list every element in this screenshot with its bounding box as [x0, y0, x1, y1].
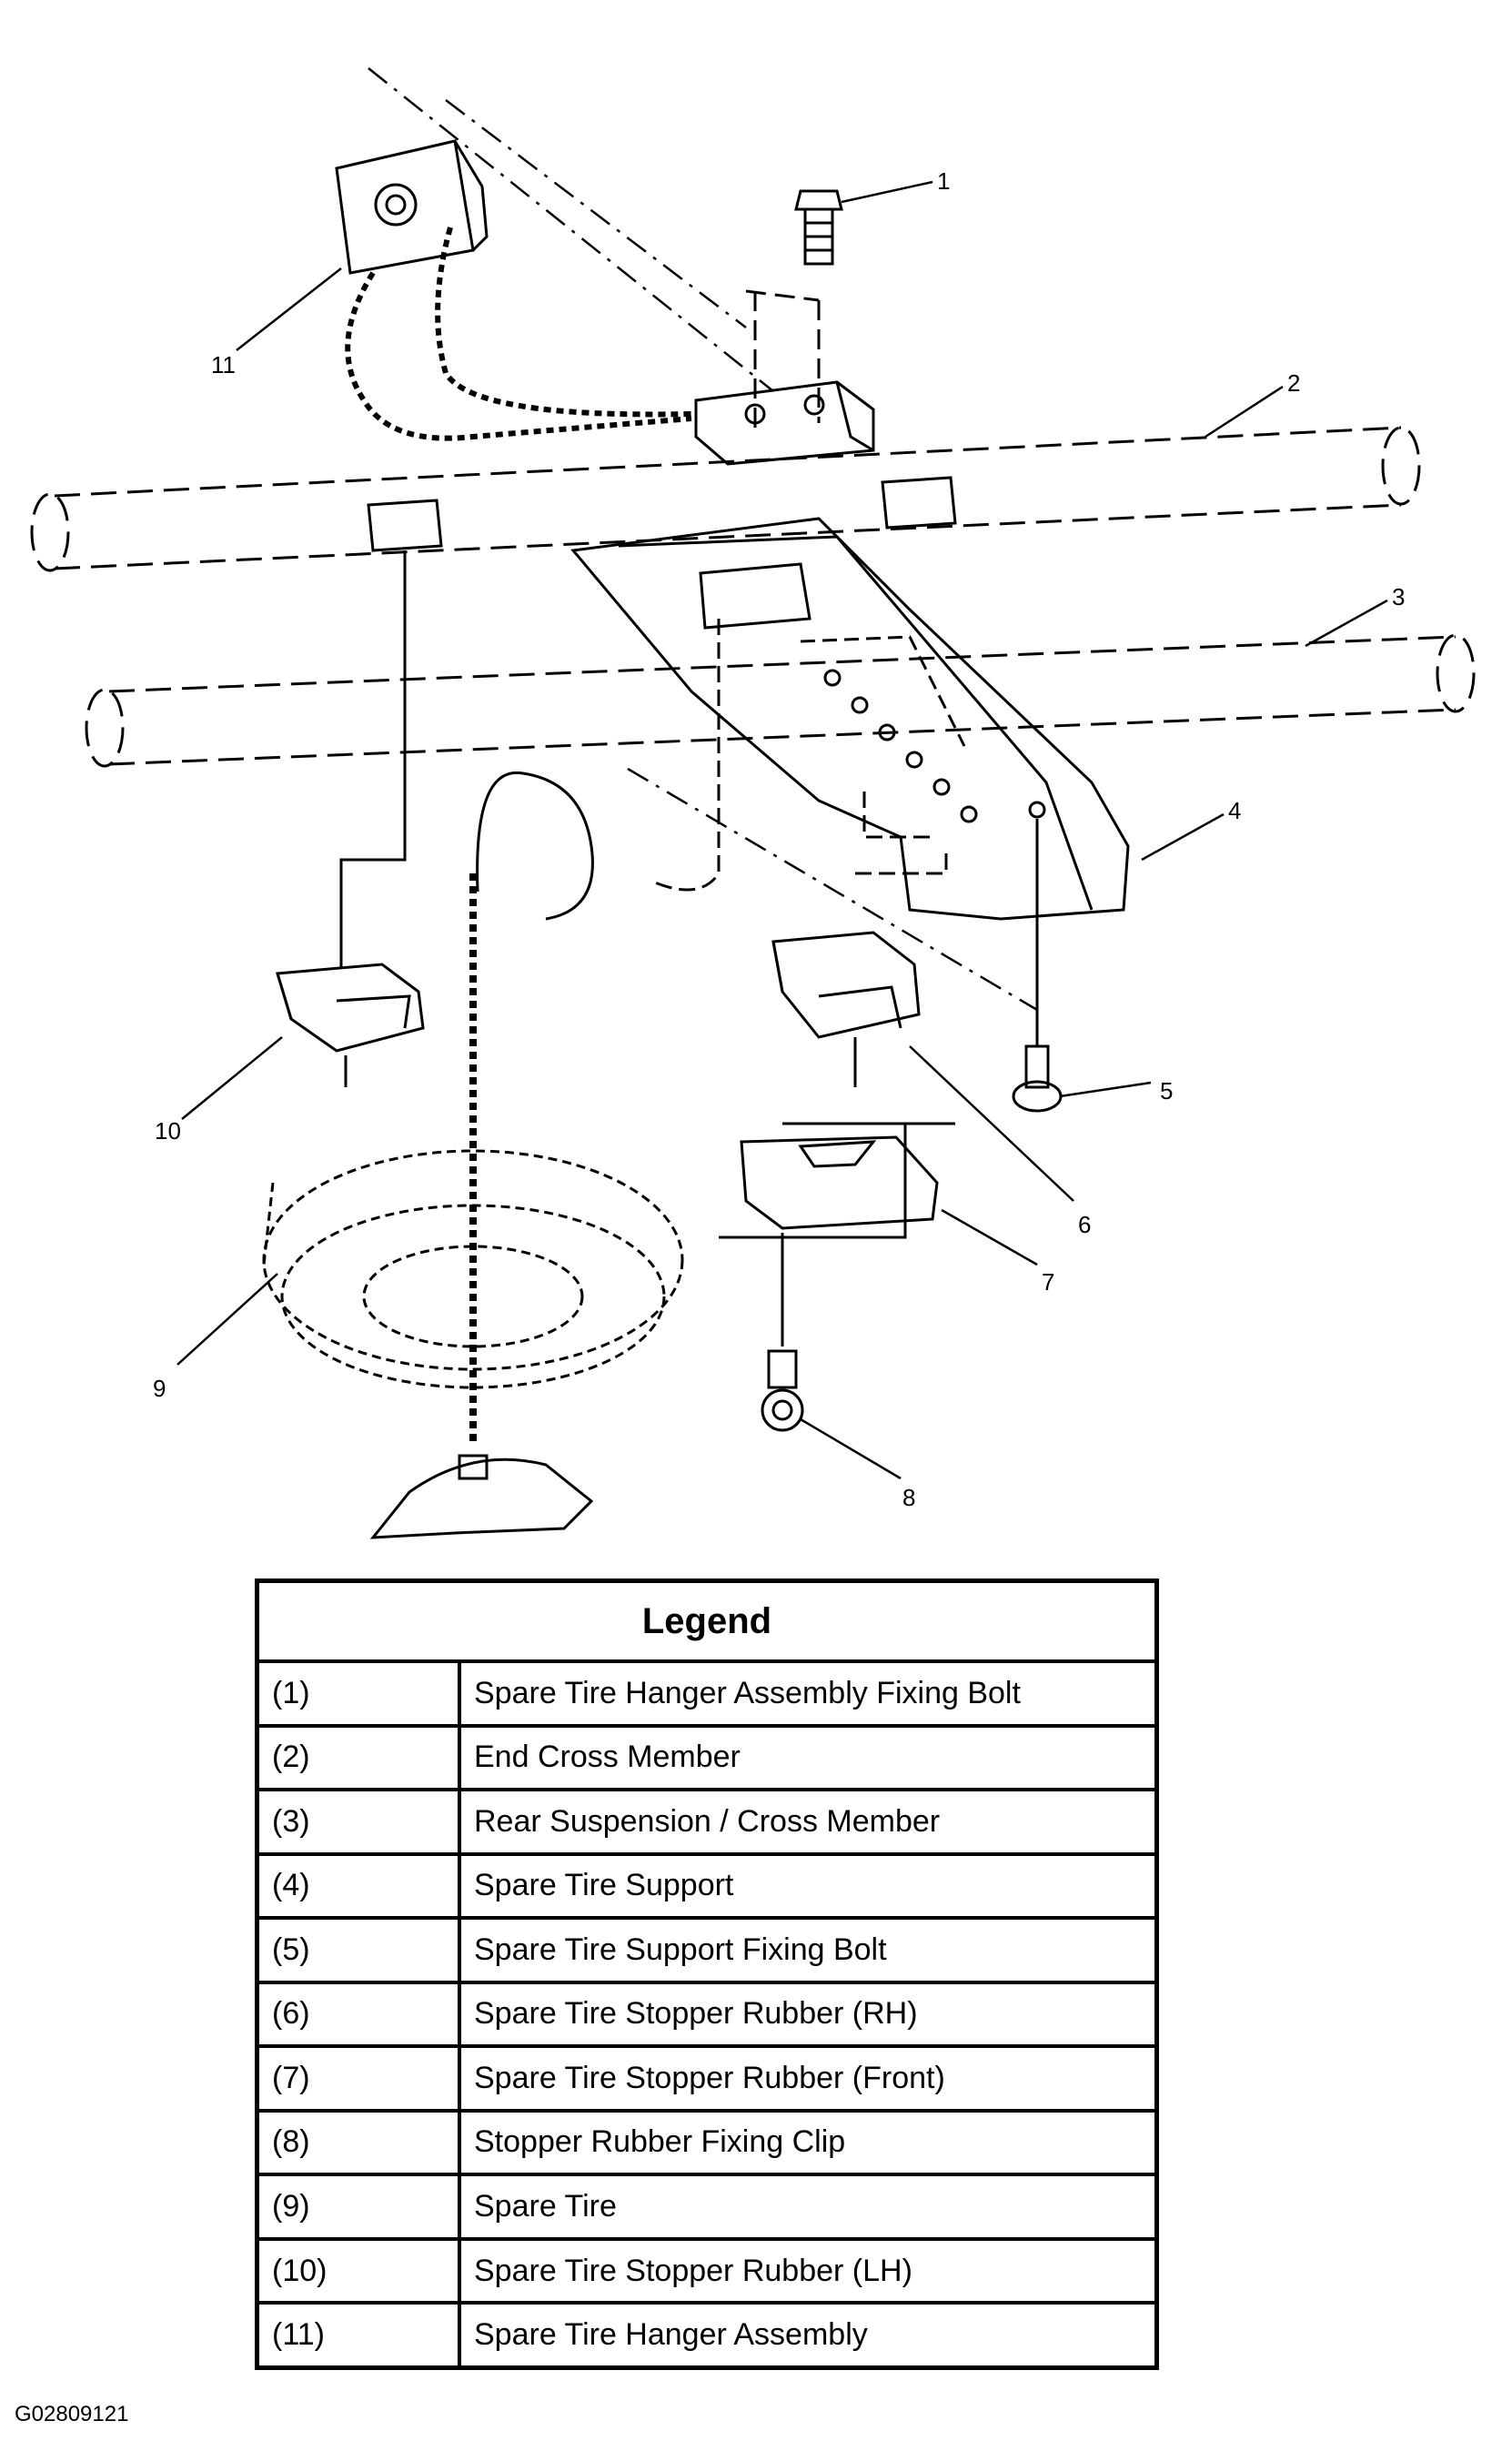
- table-row: (8)Stopper Rubber Fixing Clip: [255, 2108, 1159, 2177]
- rear-suspension-cross-member: [85, 633, 1476, 768]
- legend-num: (7): [255, 2044, 461, 2113]
- stopper-fixing-clip: [761, 1233, 804, 1432]
- table-row: (10)Spare Tire Stopper Rubber (LH): [255, 2236, 1159, 2305]
- callout-6: 6: [1078, 1211, 1091, 1238]
- exploded-parts-diagram: 1 2 3 4 5 6 7 8 9 10 11: [30, 67, 1476, 1539]
- support-fixing-bolt: [1012, 819, 1063, 1113]
- legend-desc: Spare Tire Support: [458, 1851, 1159, 1921]
- legend-title: Legend: [255, 1579, 1159, 1663]
- spare-tire-support: [570, 517, 1130, 921]
- callout-8: 8: [902, 1484, 915, 1511]
- legend-num: (2): [255, 1723, 461, 1792]
- legend-num: (5): [255, 1916, 461, 1984]
- figure-code: G02809121: [15, 2402, 129, 2426]
- support-holes: [823, 669, 1046, 823]
- callout-4: 4: [1228, 797, 1241, 824]
- legend-desc: Spare Tire Stopper Rubber (LH): [458, 2236, 1159, 2305]
- legend-num: (8): [255, 2108, 461, 2177]
- spare-tire-hanger-assembly: [335, 139, 692, 441]
- legend-num: (3): [255, 1788, 461, 1856]
- table-row: (2)End Cross Member: [255, 1723, 1159, 1792]
- cross-member-brackets: [339, 476, 957, 969]
- leader-lines: [176, 180, 1388, 1480]
- callout-2: 2: [1287, 369, 1300, 397]
- legend-desc: Spare Tire Hanger Assembly: [458, 2301, 1159, 2370]
- legend-desc: Rear Suspension / Cross Member: [458, 1788, 1159, 1856]
- table-row: (7)Spare Tire Stopper Rubber (Front): [255, 2044, 1159, 2113]
- table-row: (4)Spare Tire Support: [255, 1851, 1159, 1921]
- legend-table: Legend (1)Spare Tire Hanger Assembly Fix…: [255, 1579, 1159, 2370]
- callout-11: 11: [211, 351, 236, 378]
- hanger-bracket: [694, 289, 875, 466]
- legend-num: (11): [255, 2301, 461, 2370]
- callout-5: 5: [1160, 1077, 1173, 1104]
- legend-desc: Spare Tire Stopper Rubber (Front): [458, 2044, 1159, 2113]
- table-row: (6)Spare Tire Stopper Rubber (RH): [255, 1980, 1159, 2049]
- legend-desc: End Cross Member: [458, 1723, 1159, 1792]
- table-row: (9)Spare Tire: [255, 2173, 1159, 2241]
- table-row: (1)Spare Tire Hanger Assembly Fixing Bol…: [255, 1659, 1159, 1728]
- legend-num: (6): [255, 1980, 461, 2049]
- legend-desc: Spare Tire Stopper Rubber (RH): [458, 1980, 1159, 2049]
- callout-3: 3: [1392, 583, 1405, 610]
- callout-1: 1: [937, 167, 950, 195]
- legend-desc: Spare Tire: [458, 2173, 1159, 2241]
- callout-10: 10: [155, 1117, 181, 1145]
- legend-desc: Spare Tire Support Fixing Bolt: [458, 1916, 1159, 1984]
- stopper-rubber-lh: [276, 963, 425, 1087]
- table-row: (11)Spare Tire Hanger Assembly: [255, 2301, 1159, 2370]
- callout-7: 7: [1042, 1268, 1054, 1296]
- legend-num: (10): [255, 2236, 461, 2305]
- table-row: (5)Spare Tire Support Fixing Bolt: [255, 1916, 1159, 1984]
- guide-lines: [368, 67, 1038, 1012]
- hanger-fixing-bolt: [794, 189, 843, 266]
- legend-desc: Stopper Rubber Fixing Clip: [458, 2108, 1159, 2177]
- callout-labels: 1 2 3 4 5 6 7 8 9 10 11: [153, 167, 1405, 1511]
- stopper-rubber-front: [719, 1122, 955, 1239]
- table-row: (3)Rear Suspension / Cross Member: [255, 1788, 1159, 1856]
- callout-9: 9: [153, 1375, 166, 1402]
- legend-desc: Spare Tire Hanger Assembly Fixing Bolt: [458, 1659, 1159, 1728]
- legend-num: (1): [255, 1659, 461, 1728]
- legend-num: (9): [255, 2173, 461, 2241]
- stopper-rubber-rh: [771, 846, 948, 1087]
- legend-num: (4): [255, 1851, 461, 1921]
- end-cross-member: [30, 426, 1421, 572]
- hanger-chain: [369, 771, 594, 1539]
